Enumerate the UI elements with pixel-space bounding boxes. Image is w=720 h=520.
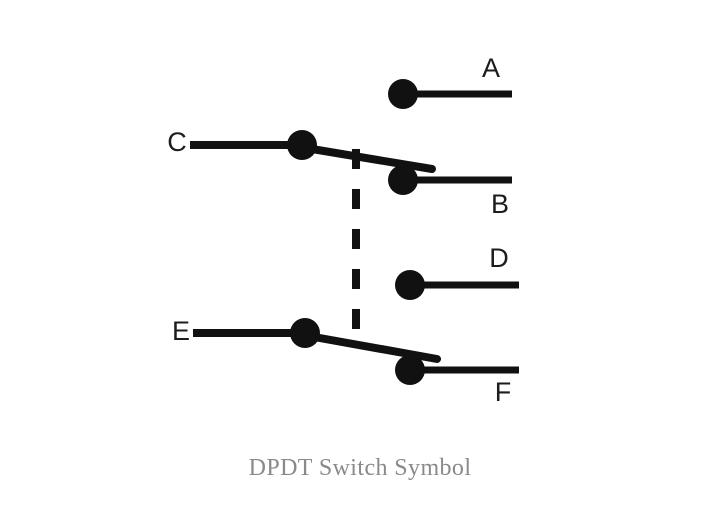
label-d: D [489,243,509,273]
diagram-caption: DPDT Switch Symbol [249,455,472,481]
terminal-f[interactable] [395,355,519,385]
terminal-a[interactable] [388,79,512,109]
terminal-b-dot [388,165,418,195]
label-f: F [495,377,512,407]
label-b: B [491,189,509,219]
terminal-b[interactable] [388,165,512,195]
label-c: C [167,127,187,157]
terminal-d-dot [395,270,425,300]
terminal-d[interactable] [395,270,519,300]
terminal-a-dot [388,79,418,109]
terminal-f-dot [395,355,425,385]
lever-upper[interactable] [296,143,436,173]
label-a: A [482,53,500,83]
label-e: E [172,316,190,346]
lever-lower[interactable] [299,331,441,363]
